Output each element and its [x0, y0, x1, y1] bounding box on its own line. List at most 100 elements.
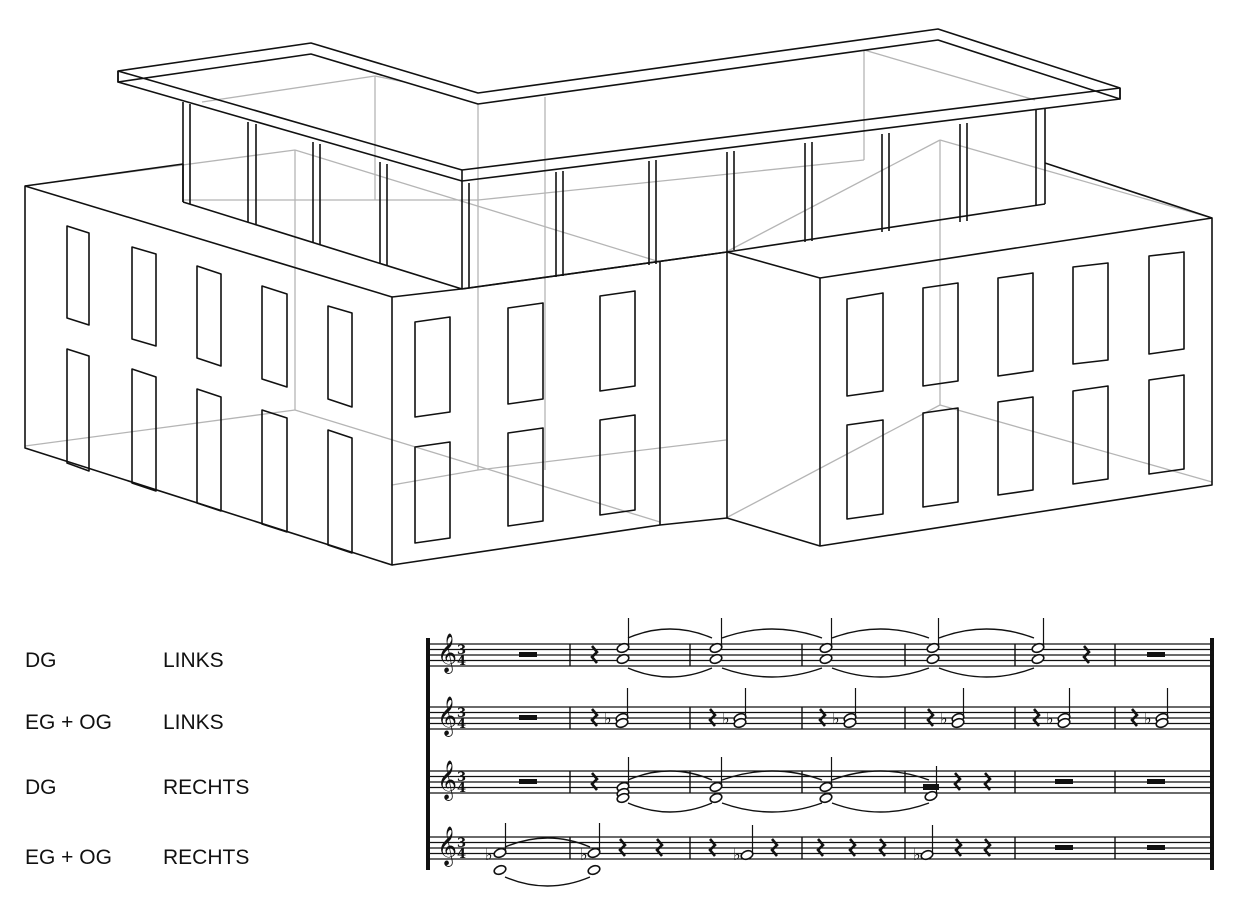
half-note: [709, 653, 723, 665]
tie-arc: [721, 628, 823, 639]
quarter-rest: [655, 838, 664, 857]
tie-arc: [831, 802, 930, 813]
treble-clef: 𝄞: [437, 696, 457, 737]
quarter-rest: [816, 838, 825, 857]
tie-arc: [504, 837, 591, 848]
half-note: [616, 653, 630, 665]
row-3-side-label: RECHTS: [163, 776, 250, 799]
row-2-floor-label: EG + OG: [25, 711, 112, 734]
staff-3: 𝄞34: [428, 760, 1214, 801]
tie-arc: [831, 667, 930, 678]
flat-sign: ♭: [733, 845, 741, 864]
treble-clef: 𝄞: [437, 633, 457, 674]
quarter-rest: [878, 838, 887, 857]
half-note: [493, 864, 507, 876]
half-note: [819, 792, 833, 804]
flat-sign: ♭: [940, 709, 948, 728]
time-signature-bottom: 4: [457, 781, 466, 796]
quarter-rest: [926, 708, 935, 727]
quarter-rest: [708, 708, 717, 727]
quarter-rest: [590, 772, 599, 791]
half-note: [1031, 653, 1045, 665]
half-note: [1155, 717, 1169, 729]
half-note: [615, 717, 629, 729]
tie-arc: [627, 802, 713, 813]
flat-sign: ♭: [604, 709, 612, 728]
measure-rest: [519, 779, 537, 784]
flat-sign: ♭: [913, 845, 921, 864]
quarter-rest: [983, 838, 992, 857]
quarter-rest: [1130, 708, 1139, 727]
flat-sign: ♭: [1144, 709, 1152, 728]
tie-arc: [721, 802, 823, 813]
tie-arc: [504, 876, 591, 887]
row-4-side-label: RECHTS: [163, 846, 250, 869]
half-note: [819, 653, 833, 665]
half-note: [709, 792, 723, 804]
time-signature-top: 3: [457, 643, 466, 658]
flat-sign: ♭: [832, 709, 840, 728]
treble-clef: 𝄞: [437, 826, 457, 867]
measure-rest: [1147, 779, 1165, 784]
quarter-rest: [953, 772, 962, 791]
row-2-side-label: LINKS: [163, 711, 224, 734]
measure-rest: [1147, 652, 1165, 657]
quarter-rest: [618, 838, 627, 857]
tie-arc: [627, 667, 713, 678]
half-note: [843, 717, 857, 729]
row-3-floor-label: DG: [25, 776, 57, 799]
center-facade-windows: [414, 290, 636, 544]
measure-rest: [1147, 845, 1165, 850]
quarter-rest: [848, 838, 857, 857]
treble-clef: 𝄞: [437, 760, 457, 801]
half-note: [1057, 717, 1071, 729]
quarter-rest: [983, 772, 992, 791]
time-signature-bottom: 4: [457, 654, 466, 669]
measure-rest: [1055, 845, 1073, 850]
time-signature-bottom: 4: [457, 717, 466, 732]
tie-arc: [721, 770, 823, 781]
quarter-rest: [708, 838, 717, 857]
half-note: [733, 717, 747, 729]
tie-arc: [938, 667, 1035, 678]
measure-rest: [519, 715, 537, 720]
row-1-side-label: LINKS: [163, 649, 224, 672]
half-note: [587, 864, 601, 876]
flat-sign: ♭: [1046, 709, 1054, 728]
quarter-rest: [954, 838, 963, 857]
half-note: [926, 653, 940, 665]
tie-arc: [721, 667, 823, 678]
flat-sign: ♭: [580, 845, 588, 864]
row-1-floor-label: DG: [25, 649, 57, 672]
time-signature-top: 3: [457, 836, 466, 851]
quarter-rest: [590, 645, 599, 664]
measure-rest: [1055, 779, 1073, 784]
quarter-rest: [1032, 708, 1041, 727]
flat-sign: ♭: [485, 845, 493, 864]
left-facade-windows: [66, 225, 353, 554]
hidden-edges: [24, 49, 1213, 523]
measure-rest: [519, 652, 537, 657]
music-score: 𝄞34𝄞34𝄞34𝄞34♭♭♭♭♭♭♭♭♭♭: [426, 618, 1214, 887]
tie-arc: [627, 628, 713, 639]
tie-arc: [831, 770, 930, 781]
half-note: [616, 792, 630, 804]
tie-arc: [831, 628, 930, 639]
quarter-rest: [590, 708, 599, 727]
time-signature-bottom: 4: [457, 847, 466, 862]
row-4-floor-label: EG + OG: [25, 846, 112, 869]
staff-2: 𝄞34: [428, 696, 1214, 737]
tie-arc: [938, 628, 1035, 639]
time-signature-top: 3: [457, 770, 466, 785]
time-signature-top: 3: [457, 706, 466, 721]
tie-arc: [627, 770, 713, 781]
building-isometric-drawing: [24, 28, 1213, 566]
quarter-rest: [818, 708, 827, 727]
flat-sign: ♭: [722, 709, 730, 728]
right-facade-windows: [846, 251, 1185, 520]
visible-edges: [24, 28, 1213, 566]
quarter-rest: [770, 838, 779, 857]
chord-cluster: [923, 784, 939, 790]
quarter-rest: [1082, 645, 1091, 664]
